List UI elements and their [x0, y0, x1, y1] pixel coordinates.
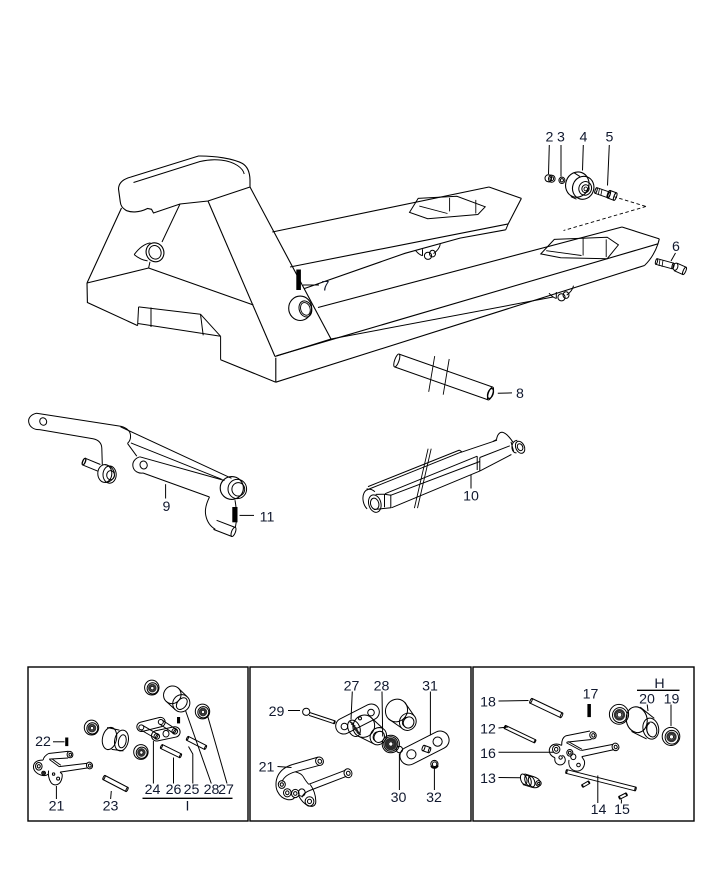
svg-text:27: 27: [218, 782, 234, 798]
svg-text:28: 28: [374, 679, 390, 695]
svg-text:3: 3: [557, 130, 565, 146]
svg-text:19: 19: [664, 692, 680, 708]
svg-text:30: 30: [391, 790, 407, 806]
svg-text:5: 5: [606, 130, 614, 146]
svg-text:31: 31: [422, 679, 438, 695]
svg-text:20: 20: [639, 692, 655, 708]
svg-text:17: 17: [583, 687, 599, 703]
svg-text:18: 18: [480, 695, 496, 711]
svg-text:6: 6: [672, 239, 680, 255]
svg-text:H: H: [654, 676, 664, 692]
svg-text:24: 24: [145, 782, 161, 798]
svg-text:26: 26: [166, 782, 182, 798]
svg-text:13: 13: [480, 771, 496, 787]
svg-text:9: 9: [163, 499, 171, 515]
svg-text:32: 32: [426, 790, 442, 806]
svg-text:15: 15: [614, 802, 630, 818]
svg-text:27: 27: [344, 679, 360, 695]
svg-text:I: I: [186, 799, 190, 815]
svg-text:11: 11: [260, 510, 275, 526]
svg-text:8: 8: [516, 386, 524, 402]
svg-text:2: 2: [546, 130, 554, 146]
svg-text:25: 25: [184, 782, 200, 798]
svg-text:4: 4: [580, 130, 588, 146]
svg-text:29: 29: [269, 704, 285, 720]
svg-text:7: 7: [322, 279, 330, 295]
svg-text:23: 23: [103, 799, 119, 815]
svg-text:28: 28: [204, 782, 220, 798]
svg-text:21: 21: [49, 799, 65, 815]
svg-text:16: 16: [480, 746, 496, 762]
svg-text:22: 22: [35, 734, 51, 750]
svg-text:21: 21: [259, 760, 275, 776]
svg-text:14: 14: [591, 802, 607, 818]
svg-text:12: 12: [480, 722, 496, 738]
svg-text:10: 10: [463, 489, 479, 505]
